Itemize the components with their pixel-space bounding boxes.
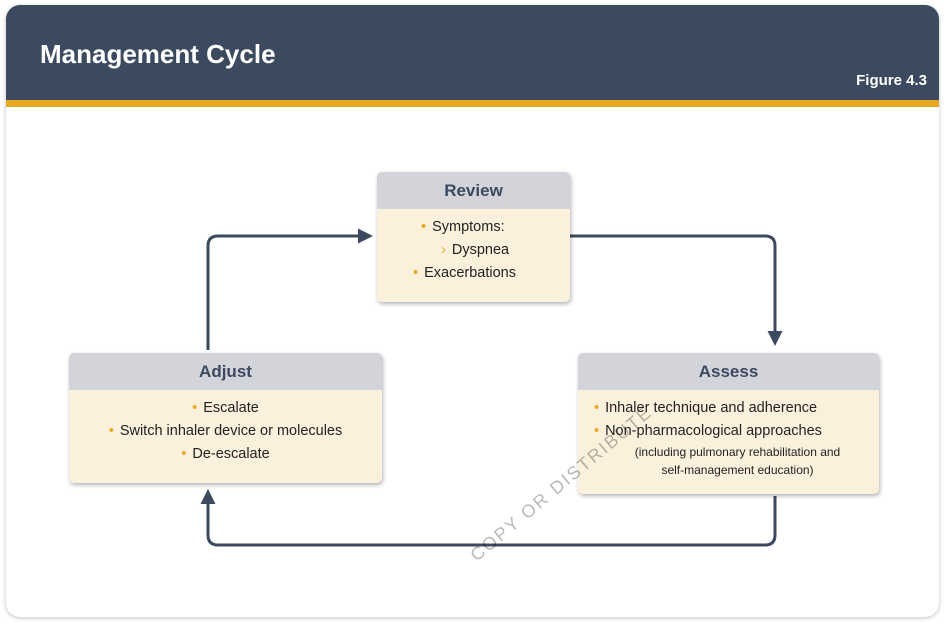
bullet-icon: •	[594, 400, 600, 416]
bullet-icon: •	[108, 423, 114, 439]
arrow-assess-to-adjust	[200, 489, 777, 547]
assess-note: self-management education)	[661, 463, 814, 477]
figure-title: Management Cycle	[40, 39, 276, 69]
review-item: •Symptoms:	[421, 219, 505, 235]
review-box: Review •Symptoms: ›Dyspnea •Exacerbation…	[377, 172, 570, 302]
adjust-item: •De-escalate	[181, 446, 270, 462]
chevron-right-icon: ›	[441, 242, 446, 258]
arrow-adjust-to-review	[206, 228, 373, 350]
review-body: •Symptoms: ›Dyspnea •Exacerbations	[377, 209, 570, 285]
adjust-item: •Escalate	[192, 400, 259, 416]
adjust-title: Adjust	[69, 353, 382, 390]
bullet-icon: •	[413, 265, 419, 281]
assess-box: Assess •Inhaler technique and adherence …	[578, 353, 879, 494]
review-subitem: ›Dyspnea	[441, 242, 510, 258]
bullet-icon: •	[192, 400, 198, 416]
review-item: •Exacerbations	[413, 265, 516, 281]
bullet-icon: •	[181, 446, 187, 462]
figure-card: Management Cycle Figure 4.3	[6, 5, 939, 617]
review-title: Review	[377, 172, 570, 209]
assess-item: •Non-pharmacological approaches	[594, 423, 822, 439]
adjust-body: •Escalate •Switch inhaler device or mole…	[69, 390, 382, 466]
accent-stripe	[6, 100, 939, 107]
bullet-icon: •	[594, 423, 600, 439]
figure-number: Figure 4.3	[856, 72, 927, 89]
bullet-icon: •	[421, 219, 427, 235]
assess-note: (including pulmonary rehabilitation and	[634, 445, 841, 459]
assess-body: •Inhaler technique and adherence •Non-ph…	[578, 390, 879, 479]
assess-title: Assess	[578, 353, 879, 390]
arrow-review-to-assess	[570, 234, 783, 346]
assess-item: •Inhaler technique and adherence	[594, 400, 818, 416]
adjust-item: •Switch inhaler device or molecules	[108, 423, 343, 439]
adjust-box: Adjust •Escalate •Switch inhaler device …	[69, 353, 382, 483]
header-bar: Management Cycle Figure 4.3	[6, 5, 939, 100]
